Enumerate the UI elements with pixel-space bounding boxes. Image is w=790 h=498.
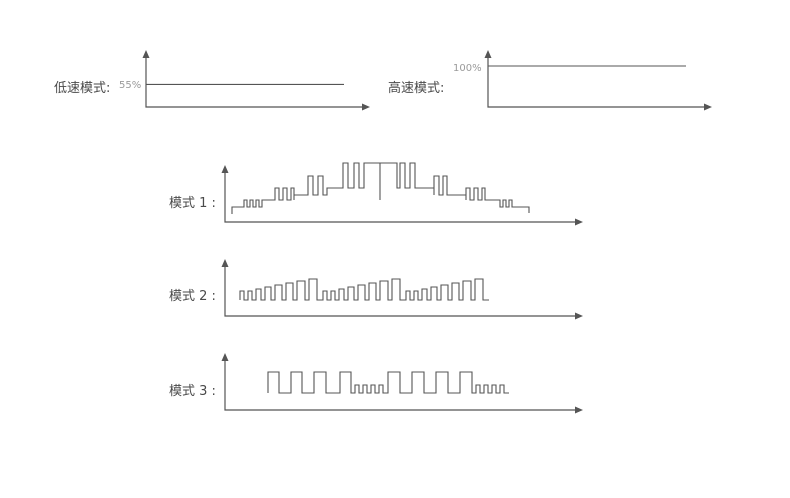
mode-3-axes [224, 360, 576, 411]
low-speed-panel: 低速模式: 55% [54, 50, 370, 111]
mode-3-waveform [267, 371, 509, 394]
low-speed-x-arrow [362, 103, 370, 111]
mode-2-y-arrow [221, 259, 229, 267]
high-speed-label: 高速模式: [388, 80, 444, 96]
mode-2-panel: 模式 2 : [169, 259, 583, 320]
mode-2-waveform [239, 278, 489, 301]
low-speed-y-arrow [142, 50, 150, 58]
high-speed-x-arrow [704, 103, 712, 111]
mode-1-y-arrow [221, 165, 229, 173]
mode-2-label: 模式 2 : [169, 289, 216, 304]
high-speed-value-label: 100% [453, 63, 482, 74]
low-speed-axes [145, 56, 364, 108]
mode-1-label: 模式 1 : [169, 196, 216, 211]
mode-2-x-arrow [575, 312, 583, 320]
low-speed-value-label: 55% [119, 80, 141, 91]
mode-1-panel: 模式 1 : [169, 162, 583, 226]
low-speed-label: 低速模式: [54, 81, 110, 96]
mode-1-waveform [231, 162, 530, 214]
mode-2-axes [224, 266, 576, 317]
mode-3-x-arrow [575, 406, 583, 414]
high-speed-axes [487, 56, 706, 108]
mode-3-panel: 模式 3 : [169, 353, 583, 414]
high-speed-y-arrow [484, 50, 492, 58]
mode-3-label: 模式 3 : [169, 384, 216, 399]
mode-1-axes [224, 172, 576, 223]
mode-1-x-arrow [575, 218, 583, 226]
mode-3-y-arrow [221, 353, 229, 361]
high-speed-panel: 高速模式: 100% [388, 50, 712, 111]
